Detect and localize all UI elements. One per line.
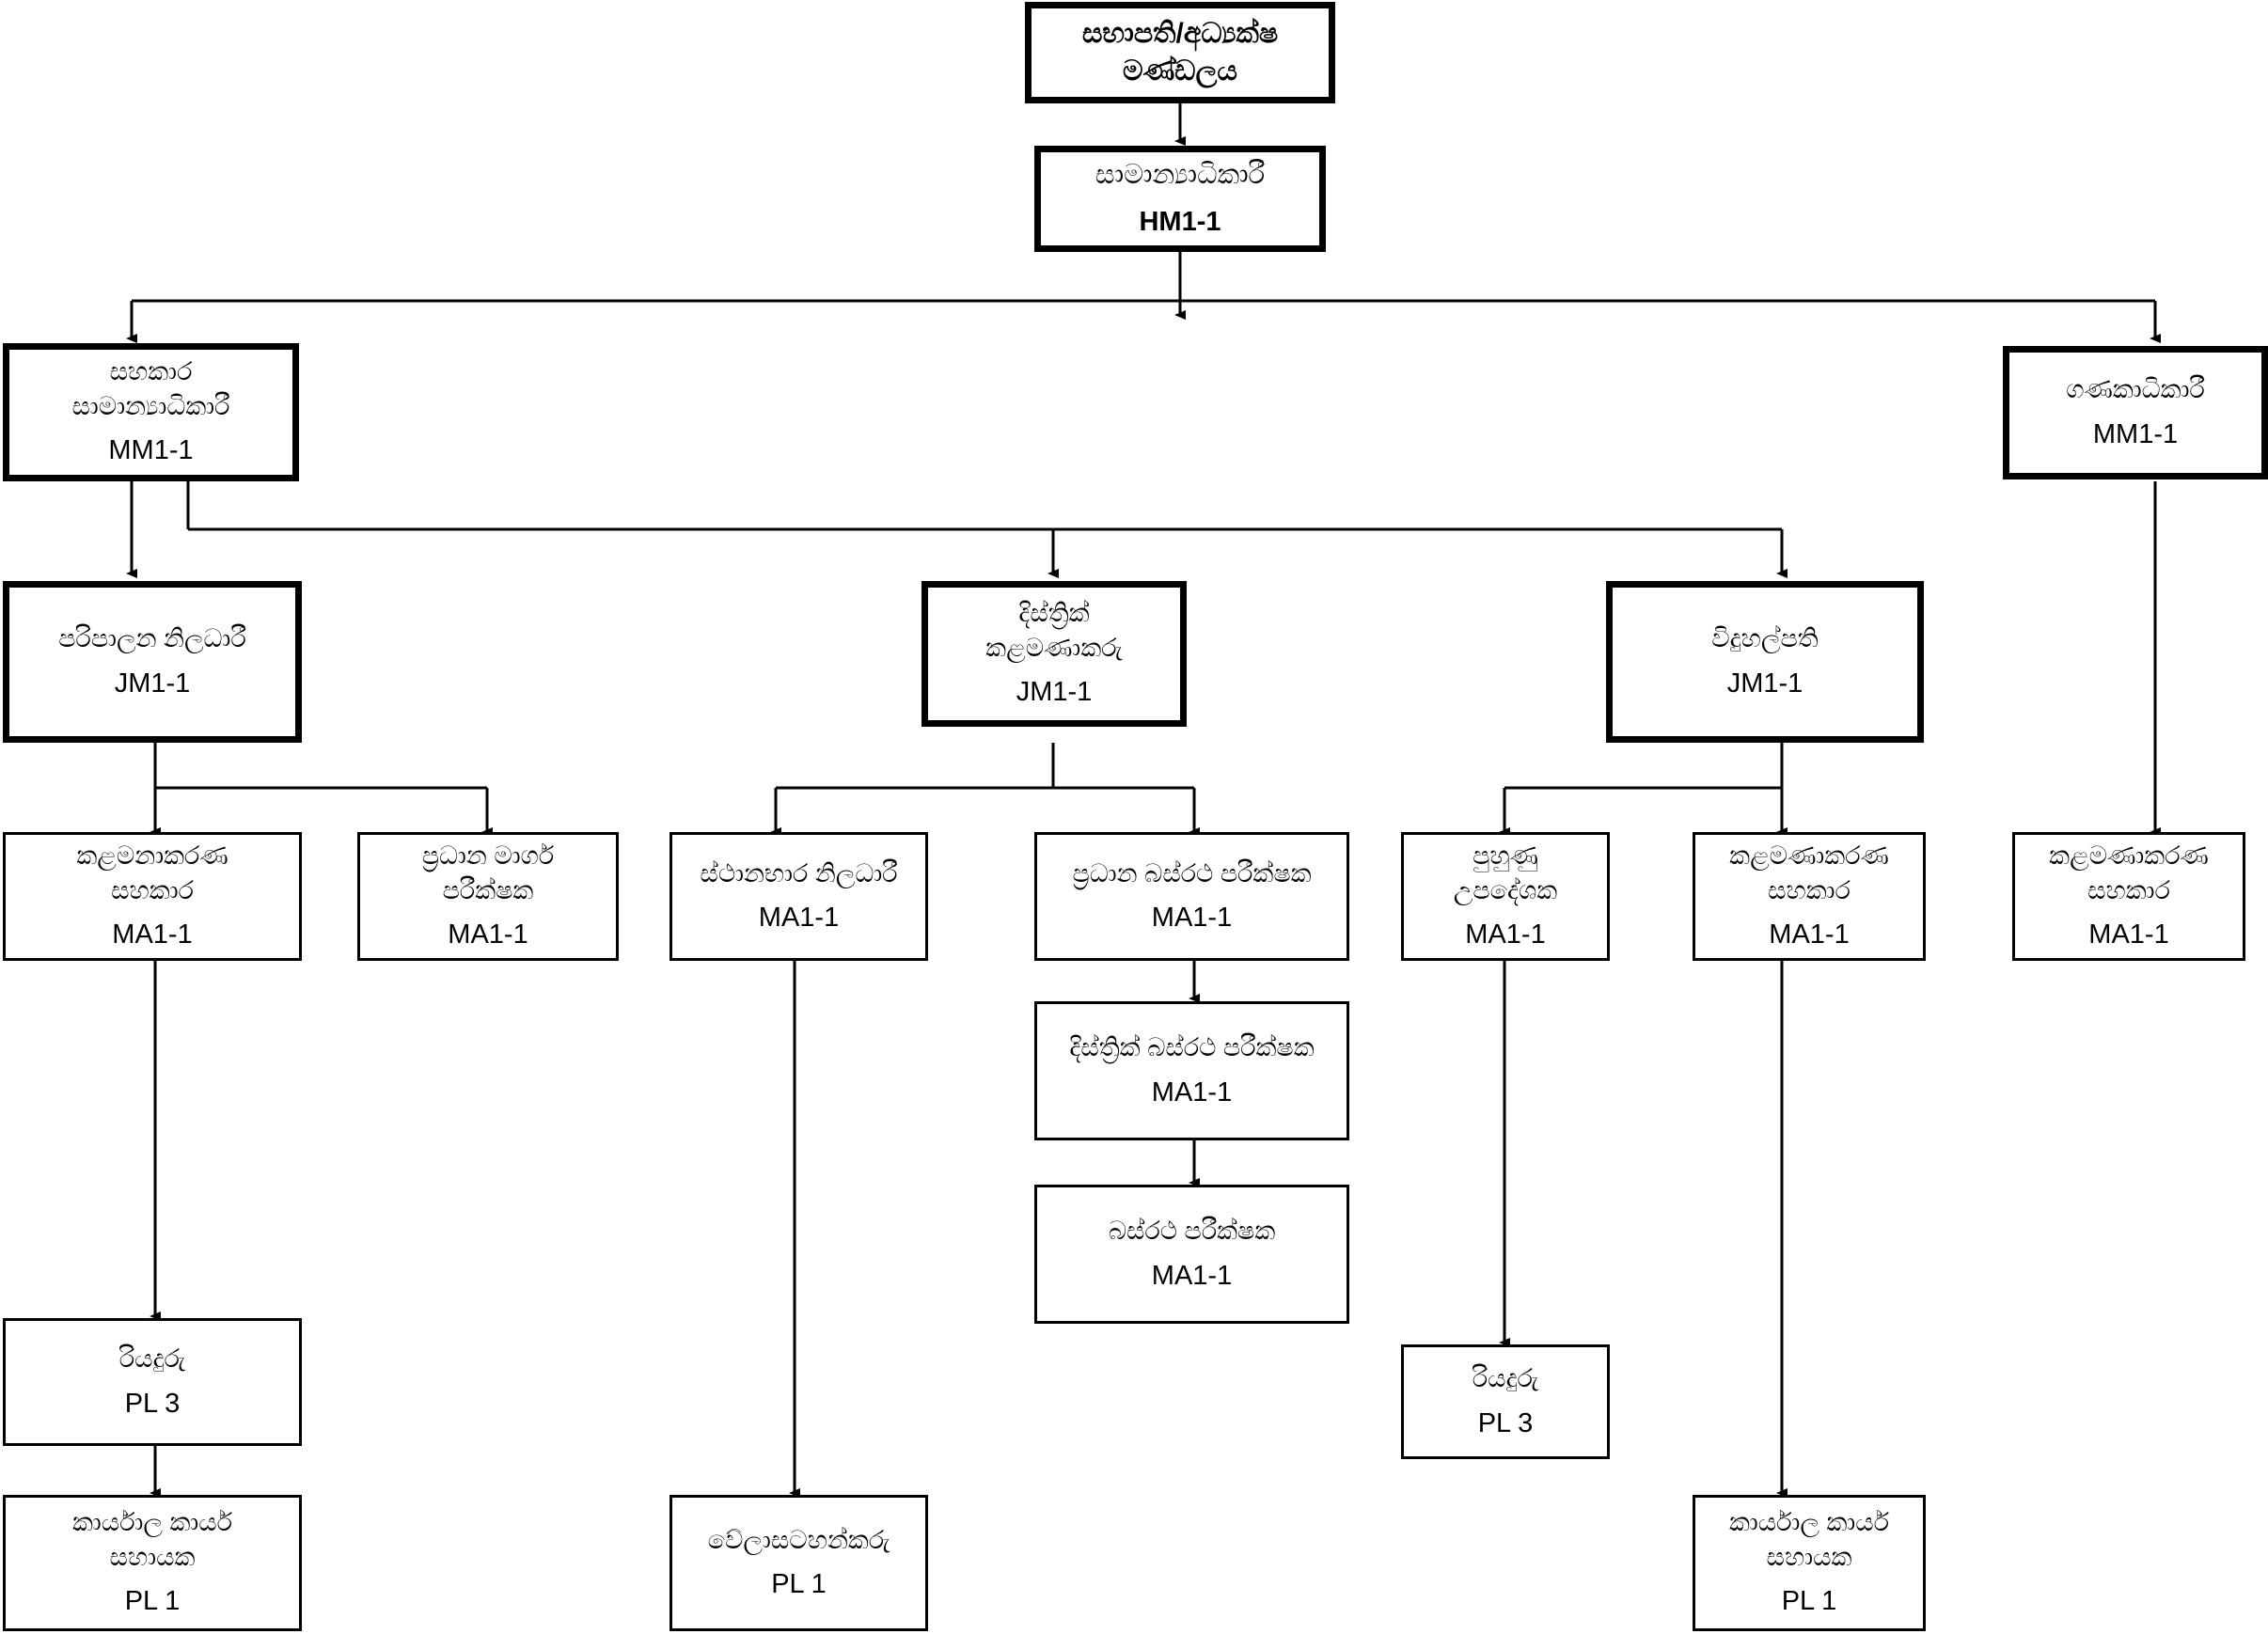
node-board-title: සභාපති/අධ්‍යක්ෂ මණ්ඩලය [1081,17,1279,87]
node-driver-admin-grade: PL 3 [124,1388,181,1419]
node-management-assistant-accounts[interactable]: කළමණාකරණ සහකාර MA1-1 [2012,832,2245,961]
node-principal[interactable]: විදුහල්පති JM1-1 [1606,581,1924,743]
node-administrative-officer-title: පරිපාලන නිලධාරී [58,624,246,653]
node-bus-inspector-grade: MA1-1 [1151,1260,1233,1291]
node-chief-bus-inspector[interactable]: ප්‍රධාන බස්රථ පරීක්ෂක MA1-1 [1034,832,1349,961]
node-chief-road-inspector-title: ප්‍රධාන මාර්ග පරීක්ෂක [421,841,555,904]
node-board[interactable]: සභාපති/අධ්‍යක්ෂ මණ්ඩලය [1025,2,1335,103]
node-administrative-officer-grade: JM1-1 [114,668,191,699]
node-management-assistant-accounts-grade: MA1-1 [2088,919,2169,951]
node-administrative-officer[interactable]: පරිපාලන නිලධාරී JM1-1 [3,581,302,743]
node-district-manager-title: දිස්ත්‍රික් කළමණාකරු [985,599,1123,662]
node-office-aide-admin-title: කාර්යාල කාර්ය සහායක [71,1508,233,1571]
node-office-aide-school-grade: PL 1 [1781,1586,1837,1617]
node-assistant-general-manager-title: සහකාර සාමාන්‍යාධිකාරී [71,357,230,420]
node-district-manager[interactable]: දිස්ත්‍රික් කළමණාකරු JM1-1 [921,581,1187,727]
node-management-assistant-school-title: කළමණාකරණ සහකාර [1729,841,1889,904]
node-district-bus-inspector-title: දිස්ත්‍රික් බස්රථ පරීක්ෂක [1069,1033,1315,1062]
node-chief-bus-inspector-grade: MA1-1 [1151,903,1233,934]
node-principal-grade: JM1-1 [1726,668,1803,699]
node-bus-inspector-title: බස්රථ පරීක්ෂක [1108,1217,1276,1246]
node-general-manager[interactable]: සාමාන්‍යාධිකාරී HM1-1 [1034,146,1326,252]
node-driver-admin[interactable]: රියදුරු PL 3 [3,1318,302,1446]
node-office-aide-school[interactable]: කාර්යාල කාර්ය සහායක PL 1 [1693,1495,1926,1631]
node-driver-school-title: රියදුරු [1472,1364,1539,1393]
node-bus-inspector[interactable]: බස්රථ පරීක්ෂක MA1-1 [1034,1185,1349,1324]
node-accountant[interactable]: ගණකාධිකාරී MM1-1 [2003,346,2268,479]
node-depot-officer[interactable]: ස්ථානභාර නිලධාරී MA1-1 [669,832,928,961]
node-management-assistant-admin-grade: MA1-1 [112,919,193,951]
node-driver-school[interactable]: රියදුරු PL 3 [1401,1344,1610,1459]
node-timekeeper[interactable]: වේලාසටහන්කරු PL 1 [669,1495,928,1631]
node-driver-school-grade: PL 3 [1477,1407,1534,1438]
node-chief-bus-inspector-title: ප්‍රධාන බස්රථ පරීක්ෂක [1072,858,1312,888]
node-general-manager-grade: HM1-1 [1139,206,1221,237]
node-chief-road-inspector[interactable]: ප්‍රධාන මාර්ග පරීක්ෂක MA1-1 [357,832,619,961]
node-depot-officer-grade: MA1-1 [758,903,840,934]
node-management-assistant-school-grade: MA1-1 [1769,919,1850,951]
node-timekeeper-grade: PL 1 [771,1569,827,1600]
node-district-bus-inspector[interactable]: දිස්ත්‍රික් බස්රථ පරීක්ෂක MA1-1 [1034,1001,1349,1140]
node-training-instructor-title: පුහුණු උපදේශක [1453,841,1558,904]
node-general-manager-title: සාමාන්‍යාධිකාරී [1095,160,1266,191]
node-management-assistant-accounts-title: කළමණාකරණ සහකාර [2049,841,2209,904]
node-accountant-title: ගණකාධිකාරී [2066,375,2205,404]
node-assistant-general-manager[interactable]: සහකාර සාමාන්‍යාධිකාරී MM1-1 [3,343,299,481]
node-driver-admin-title: රියදුරු [118,1344,186,1374]
node-district-bus-inspector-grade: MA1-1 [1151,1076,1233,1108]
node-accountant-grade: MM1-1 [2092,418,2179,449]
node-chief-road-inspector-grade: MA1-1 [448,919,528,951]
node-office-aide-admin-grade: PL 1 [124,1586,181,1617]
node-management-assistant-admin-title: කළමනාකරණ සහකාර [76,841,228,904]
node-assistant-general-manager-grade: MM1-1 [108,435,194,466]
node-depot-officer-title: ස්ථානභාර නිලධාරී [700,858,898,888]
node-training-instructor-grade: MA1-1 [1465,919,1546,951]
node-district-manager-grade: JM1-1 [1016,677,1093,708]
node-office-aide-admin[interactable]: කාර්යාල කාර්ය සහායක PL 1 [3,1495,302,1631]
node-management-assistant-school[interactable]: කළමණාකරණ සහකාර MA1-1 [1693,832,1926,961]
node-timekeeper-title: වේලාසටහන්කරු [707,1525,890,1554]
node-management-assistant-admin[interactable]: කළමනාකරණ සහකාර MA1-1 [3,832,302,961]
node-training-instructor[interactable]: පුහුණු උපදේශක MA1-1 [1401,832,1610,961]
node-office-aide-school-title: කාර්යාල කාර්ය සහායක [1728,1508,1890,1571]
node-principal-title: විදුහල්පති [1711,624,1819,653]
